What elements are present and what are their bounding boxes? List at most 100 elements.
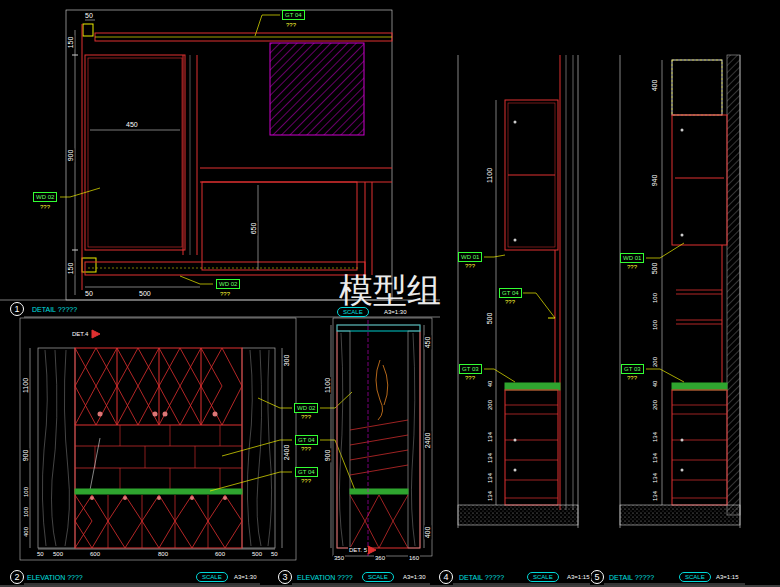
material-tag: WD 01 [458, 252, 482, 262]
watermark: 模型组 [338, 273, 442, 307]
dimension-text: 400 [651, 79, 658, 93]
material-note: ??? [464, 375, 476, 381]
dimension-text: DET. 5 [348, 547, 368, 553]
node-text: GT 04 [298, 469, 315, 475]
dimension-text: 160 [408, 555, 420, 561]
dimension-text: 134 [487, 431, 493, 443]
material-tag: WD 02 [294, 403, 318, 413]
node-text: WD 01 [461, 254, 479, 260]
node-text: GT 04 [298, 437, 315, 443]
material-tag: GT 03 [459, 364, 482, 374]
material-note: ??? [219, 291, 231, 297]
node-text: WD 02 [219, 281, 237, 287]
view-number-circle: 5 [590, 570, 604, 584]
dimension-text: 400 [424, 526, 431, 540]
dimension-text: 600 [89, 551, 101, 557]
material-tag: GT 04 [295, 467, 318, 477]
dimension-text: 500 [251, 551, 263, 557]
node-text: WD 02 [297, 405, 315, 411]
dimension-text: 1100 [486, 167, 493, 184]
dimension-text: 500 [651, 262, 658, 276]
view-title: ELEVATION ???? [26, 574, 84, 581]
material-tag: WD 02 [33, 192, 57, 202]
node-text: SCALE [533, 574, 553, 580]
dimension-text: A3=1:30 [402, 574, 427, 580]
material-note: ??? [300, 478, 312, 484]
dimension-text: A3=1:15 [566, 574, 591, 580]
dimension-text: A3=1:30 [233, 574, 258, 580]
view-number-circle: 3 [278, 570, 292, 584]
dimension-text: 450 [125, 121, 139, 128]
scale-box: SCALE [527, 572, 559, 582]
dimension-text: 134 [487, 472, 493, 484]
dimension-text: 200 [652, 356, 658, 368]
dimension-text: 1100 [22, 377, 29, 394]
dimension-text: 100 [652, 292, 658, 304]
material-note: ??? [300, 446, 312, 452]
view-number-circle: 2 [10, 570, 24, 584]
material-note: ??? [39, 204, 51, 210]
dimension-text: 134 [487, 490, 493, 502]
node-text: 2 [14, 573, 19, 582]
dimension-text: 600 [214, 551, 226, 557]
dimension-text: 50 [84, 290, 94, 297]
material-tag: WD 02 [216, 279, 240, 289]
dimension-text: 50 [84, 12, 94, 19]
node-text: 5 [594, 573, 599, 582]
view-title: DETAIL ????? [608, 574, 655, 581]
node-text: SCALE [343, 309, 363, 315]
node-text: GT 03 [624, 366, 641, 372]
dimension-text: 300 [283, 354, 290, 368]
node-text: 4 [443, 573, 448, 582]
dimension-text: 2400 [424, 432, 431, 450]
dimension-text: 50 [36, 551, 45, 557]
material-note: ??? [300, 414, 312, 420]
dimension-text: 800 [157, 551, 169, 557]
node-text: GT 03 [462, 366, 479, 372]
material-tag: GT 03 [621, 364, 644, 374]
dimension-text: 134 [652, 452, 658, 464]
scale-box: SCALE [196, 572, 228, 582]
dimension-text: 360 [374, 555, 386, 561]
material-tag: GT 04 [295, 435, 318, 445]
node-text: SCALE [685, 574, 705, 580]
dimension-text: 150 [67, 262, 74, 276]
material-note: ??? [285, 22, 297, 28]
dimension-text: 2400 [283, 444, 290, 462]
scale-box: SCALE [679, 572, 711, 582]
dimension-text: 450 [424, 336, 431, 350]
node-text: SCALE [202, 574, 222, 580]
node-text: GT 04 [502, 290, 519, 296]
dimension-text: 50 [270, 551, 279, 557]
view-number-circle: 4 [439, 570, 453, 584]
node-text: GT 04 [285, 12, 302, 18]
node-text: SCALE [368, 574, 388, 580]
dimension-text: 100 [652, 319, 658, 331]
node-text: 3 [282, 573, 287, 582]
dimension-text: 100 [23, 486, 29, 498]
dimension-text: 134 [487, 452, 493, 464]
dimension-text: 150 [67, 36, 74, 50]
node-text: 1 [14, 305, 19, 314]
dimension-text: 40 [652, 380, 658, 389]
dimension-text: 900 [22, 449, 29, 463]
dimension-text: 200 [487, 399, 493, 411]
dimension-text: 940 [651, 174, 658, 188]
view-title: DETAIL ????? [458, 574, 505, 581]
dimension-text: 500 [138, 290, 152, 297]
dimension-text: 500 [486, 312, 493, 326]
view-title: DETAIL ????? [31, 306, 78, 313]
scale-box: SCALE [362, 572, 394, 582]
material-tag: WD 01 [620, 253, 644, 263]
dimension-text: 134 [652, 472, 658, 484]
node-text: WD 02 [36, 194, 54, 200]
dimension-text: 100 [23, 506, 29, 518]
view-title: ELEVATION ???? [296, 574, 354, 581]
dimension-text: 500 [52, 551, 64, 557]
dimension-text: 40 [487, 380, 493, 389]
material-note: ??? [626, 264, 638, 270]
dimension-text: 900 [324, 449, 331, 463]
dimension-text: 200 [652, 399, 658, 411]
dimension-text: 900 [67, 149, 74, 163]
dimension-text: DET.4 [71, 331, 89, 337]
